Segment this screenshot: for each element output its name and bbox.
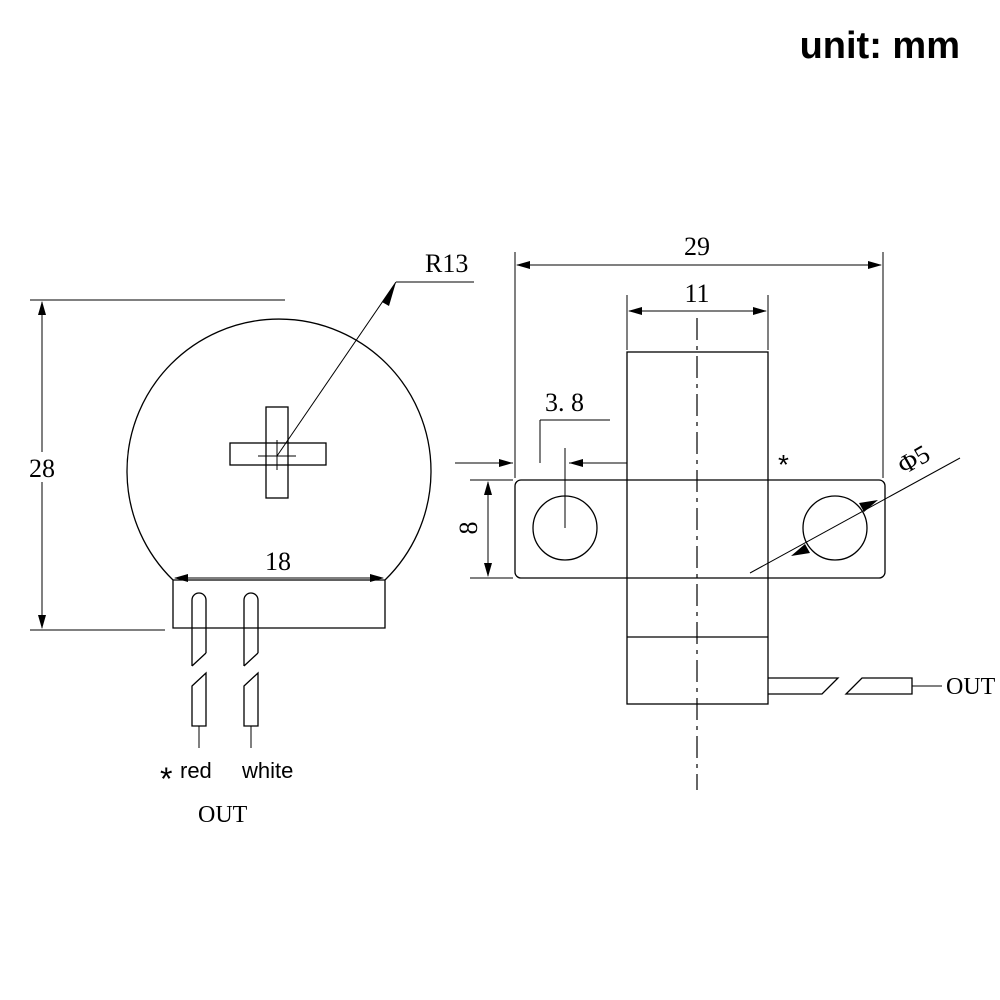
wire-left bbox=[191, 592, 207, 748]
radius-leader bbox=[276, 281, 397, 457]
height-label: 28 bbox=[29, 454, 55, 483]
side-marker: * bbox=[778, 449, 789, 480]
base-width-label: 18 bbox=[265, 547, 291, 576]
body-width-label: 11 bbox=[684, 279, 709, 308]
hole-diameter-leader bbox=[749, 457, 961, 574]
wire-red-label: red bbox=[180, 758, 212, 783]
mounting-tab bbox=[514, 479, 886, 579]
hole-right bbox=[802, 495, 868, 561]
cross-vertical bbox=[265, 406, 289, 499]
front-out-label: OUT bbox=[198, 802, 248, 828]
main-body bbox=[626, 351, 769, 705]
wire-marker: * bbox=[160, 761, 172, 797]
front-body-outline bbox=[126, 318, 432, 629]
front-view: R13 28 18 * red white OUT bbox=[20, 249, 474, 828]
total-width-label: 29 bbox=[684, 232, 710, 261]
radius-label: R13 bbox=[425, 249, 468, 278]
hole-diameter-label: Φ5 bbox=[893, 439, 935, 480]
tab-height-label: 8 bbox=[454, 522, 483, 535]
wire-white-label: white bbox=[241, 758, 293, 783]
unit-label: unit: mm bbox=[800, 25, 960, 67]
wire-right bbox=[243, 592, 259, 748]
side-view: 29 11 3. 8 8 Φ5 * OUT bbox=[454, 232, 996, 790]
side-out-label: OUT bbox=[946, 674, 996, 700]
tab-offset-label: 3. 8 bbox=[545, 388, 584, 417]
output-cable bbox=[768, 677, 942, 695]
